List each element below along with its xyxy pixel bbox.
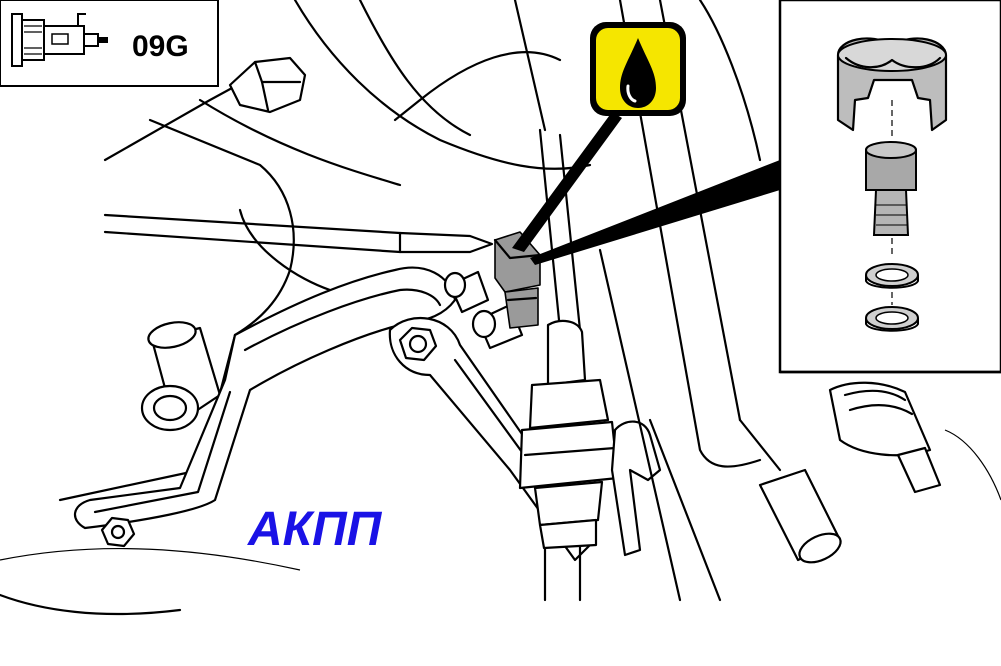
detail-inset	[778, 0, 1001, 374]
header-box: 09G	[0, 0, 219, 87]
bolt	[443, 270, 490, 314]
transmission-icon	[11, 13, 108, 67]
filter-housing	[828, 381, 1001, 501]
hex-nut	[100, 516, 136, 548]
bolt-head	[228, 56, 307, 114]
sealing-ring	[865, 306, 919, 332]
fluid-pipe	[538, 128, 582, 602]
valve-lever	[610, 420, 662, 557]
bushing	[140, 321, 222, 432]
leader-line	[512, 112, 780, 265]
sealing-ring	[865, 263, 919, 289]
hex-nut	[398, 326, 438, 362]
oil-symbol-badge	[590, 22, 686, 116]
pipe-union-fitting	[518, 319, 620, 550]
caption-label: АКПП	[247, 503, 383, 556]
bolt-part	[865, 141, 917, 236]
screwdriver	[103, 213, 494, 254]
oil-drop-icon	[620, 38, 656, 108]
transmission-code: 09G	[132, 30, 189, 63]
large-pipe	[598, 0, 842, 602]
cap-part	[836, 37, 948, 132]
oil-fill-plug	[493, 231, 542, 329]
